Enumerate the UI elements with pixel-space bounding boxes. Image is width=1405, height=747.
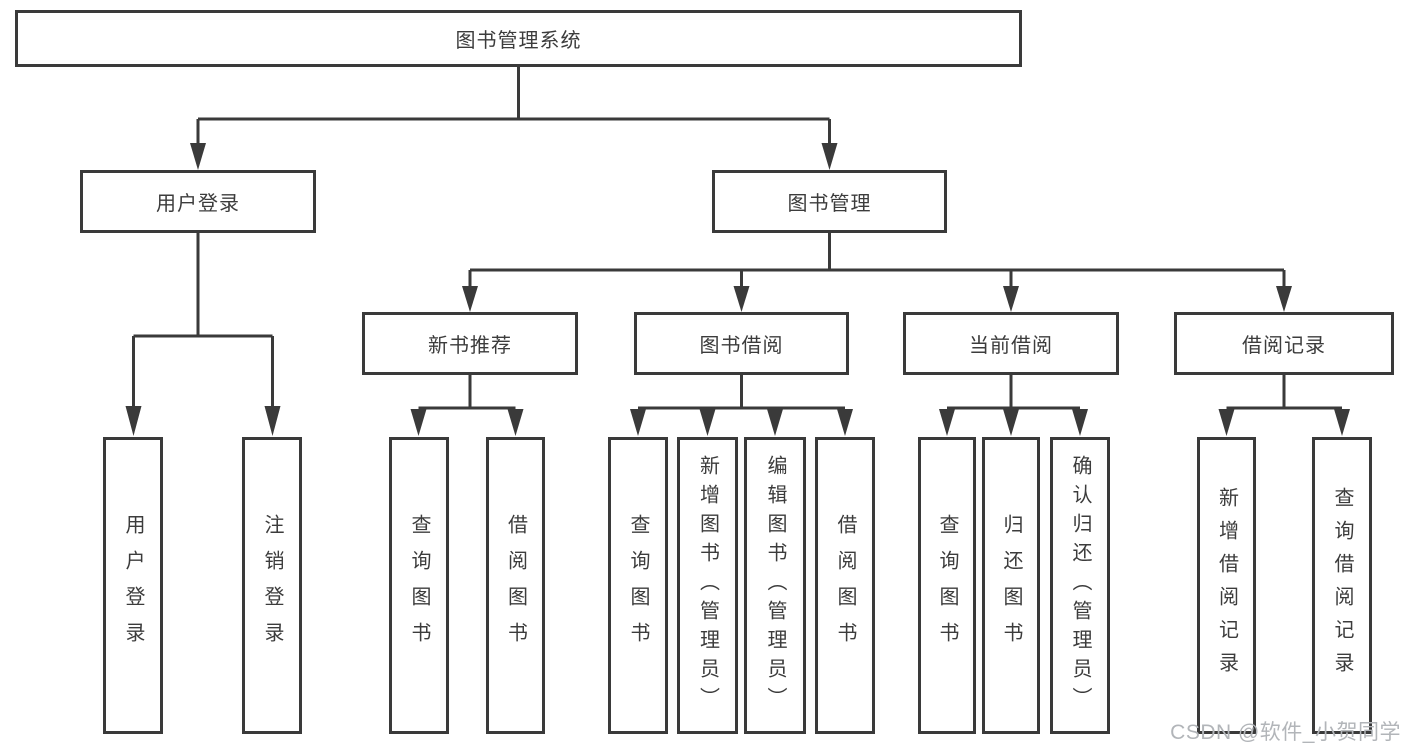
- leaf-label: 借阅图书: [834, 513, 856, 658]
- connector-book-borrow-children: [630, 375, 853, 436]
- node-borrow-records: 借阅记录: [1174, 312, 1394, 375]
- leaf-logout: 注销登录: [242, 437, 302, 734]
- leaf-add-book-admin: 新增图书（管理员）: [677, 437, 738, 734]
- arrowhead-icon: [630, 409, 646, 436]
- leaf-label: 新增图书（管理员）: [696, 455, 719, 716]
- node-new-book-recommend: 新书推荐: [362, 312, 578, 375]
- leaf-edit-book-admin: 编辑图书（管理员）: [744, 437, 806, 734]
- leaf-label: 新增借阅记录: [1215, 486, 1238, 685]
- arrowhead-icon: [821, 143, 838, 170]
- arrowhead-icon: [190, 143, 206, 170]
- connector-book-management-to-level3: [462, 233, 1292, 312]
- arrowhead-icon: [837, 409, 853, 436]
- leaf-add-borrow-record: 新增借阅记录: [1197, 437, 1256, 734]
- leaf-label: 注销登录: [261, 513, 283, 658]
- leaf-user-login: 用户登录: [103, 437, 163, 734]
- leaf-query-borrow-record: 查询借阅记录: [1312, 437, 1372, 734]
- leaf-label: 确认归还（管理员）: [1069, 455, 1091, 716]
- arrowhead-icon: [767, 409, 783, 436]
- connector-user-login-children: [125, 233, 281, 436]
- leaf-label: 查询图书: [936, 513, 958, 658]
- arrowhead-icon: [1003, 409, 1019, 436]
- leaf-borrow-books-recommend: 借阅图书: [486, 437, 545, 734]
- leaf-query-books-recommend: 查询图书: [389, 437, 449, 734]
- node-current-borrow: 当前借阅: [903, 312, 1119, 375]
- leaf-label: 查询图书: [627, 513, 649, 658]
- leaf-return-books: 归还图书: [982, 437, 1040, 734]
- arrowhead-icon: [1334, 409, 1350, 436]
- node-library-management-system: 图书管理系统: [15, 10, 1022, 67]
- leaf-label: 查询借阅记录: [1331, 486, 1353, 685]
- arrowhead-icon: [410, 409, 427, 436]
- connector-new-book-children: [410, 375, 524, 436]
- leaf-query-books-borrow: 查询图书: [608, 437, 668, 734]
- arrowhead-icon: [1072, 409, 1088, 436]
- leaf-label: 用户登录: [122, 513, 144, 658]
- watermark: CSDN @软件_小贺同学: [1170, 721, 1401, 744]
- leaf-query-books-current: 查询图书: [918, 437, 976, 734]
- arrowhead-icon: [462, 286, 478, 312]
- arrowhead-icon: [125, 406, 142, 436]
- arrowhead-icon: [733, 286, 750, 312]
- arrowhead-icon: [1218, 409, 1235, 436]
- arrowhead-icon: [939, 409, 955, 436]
- arrowhead-icon: [507, 409, 524, 436]
- node-book-management: 图书管理: [712, 170, 947, 233]
- node-book-borrow: 图书借阅: [634, 312, 849, 375]
- leaf-confirm-return-admin: 确认归还（管理员）: [1050, 437, 1110, 734]
- arrowhead-icon: [1276, 286, 1292, 312]
- connector-root-to-level2: [190, 67, 838, 170]
- leaf-label: 归还图书: [1000, 513, 1022, 658]
- leaf-label: 查询图书: [408, 513, 430, 658]
- leaf-borrow-books: 借阅图书: [815, 437, 875, 734]
- leaf-label: 借阅图书: [504, 513, 527, 658]
- arrowhead-icon: [264, 406, 281, 436]
- arrowhead-icon: [699, 409, 716, 436]
- connector-borrow-records-children: [1218, 375, 1350, 436]
- connector-current-borrow-children: [939, 375, 1088, 436]
- node-user-login: 用户登录: [80, 170, 316, 233]
- leaf-label: 编辑图书（管理员）: [764, 455, 786, 716]
- arrowhead-icon: [1003, 286, 1019, 312]
